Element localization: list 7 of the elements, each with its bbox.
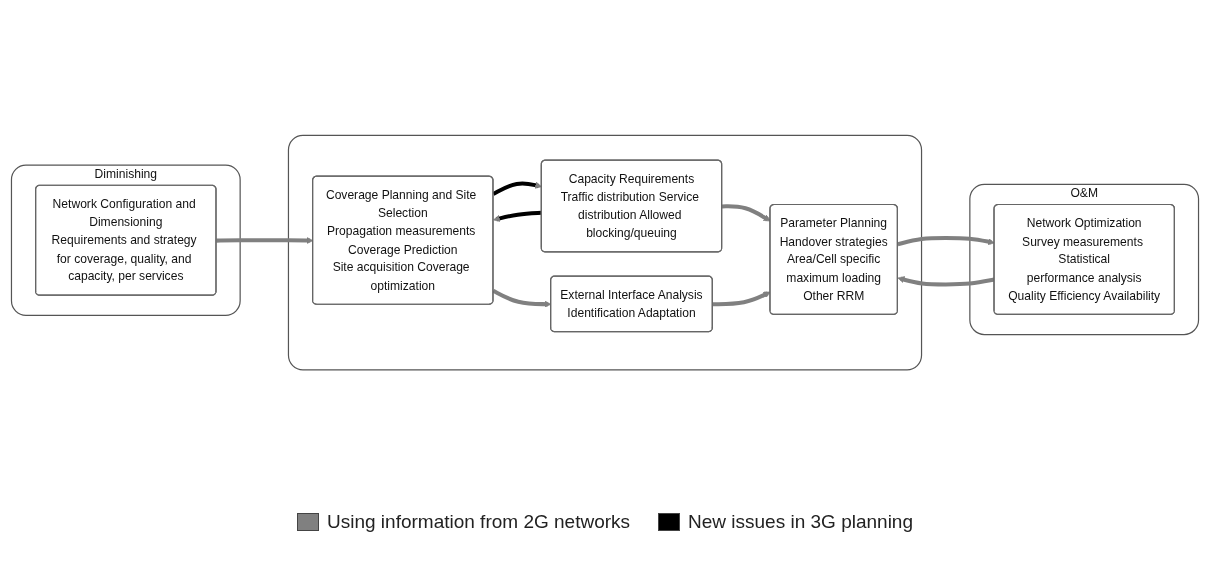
- legend-text: New issues in 3G planning: [688, 511, 913, 533]
- arrow: [897, 235, 995, 247]
- arrow: [493, 210, 542, 222]
- arrow: [492, 181, 542, 196]
- arrow: [897, 276, 995, 287]
- legend-text: Using information from 2G networks: [327, 511, 631, 533]
- cluster: [287, 134, 923, 371]
